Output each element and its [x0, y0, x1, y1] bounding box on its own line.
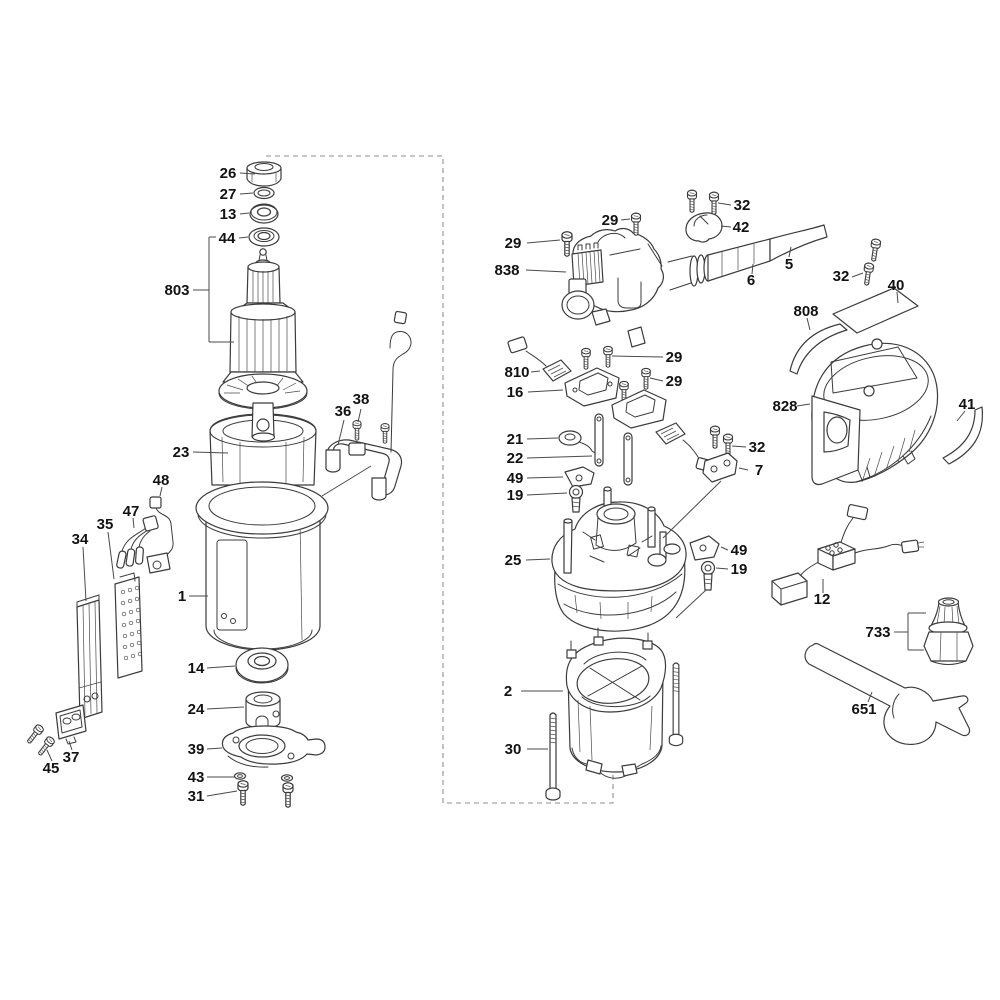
part-label-828: 828 [772, 398, 797, 415]
cord-grommet-6 [689, 238, 771, 287]
part-label-733: 733 [865, 624, 890, 641]
part-label-36: 36 [335, 403, 352, 420]
part-label-37: 37 [63, 749, 80, 766]
grommet-21 [558, 430, 596, 454]
clamp-49-right [689, 535, 720, 561]
power-cord-5 [769, 224, 828, 262]
screws-31 [237, 780, 294, 808]
part-label-651: 651 [851, 701, 876, 718]
part-label-810: 810 [504, 364, 529, 381]
screw-19-right [700, 560, 716, 591]
ball-bearing-14 [235, 647, 289, 684]
part-label-39: 39 [188, 741, 205, 758]
screws-32-top [686, 189, 720, 215]
part-label-42: 42 [733, 219, 750, 236]
spacer-block-7 [702, 452, 738, 483]
part-label-32-a: 32 [734, 197, 751, 214]
switch-assembly-838 [561, 227, 695, 348]
brush-holder-2nd [611, 389, 667, 429]
part-label-1: 1 [178, 588, 186, 605]
screw-19-left [568, 484, 584, 513]
part-label-44: 44 [219, 230, 236, 247]
part-label-5: 5 [785, 256, 793, 273]
motor-cover-828 [811, 338, 939, 486]
baffle-ring-36 [325, 310, 412, 501]
part-label-803: 803 [164, 282, 189, 299]
part-label-29-b: 29 [505, 235, 522, 252]
circuit-board-35 [114, 572, 143, 679]
assembly-link-dashed [266, 155, 614, 804]
jumper-wire-48 [146, 496, 174, 574]
clamp-bracket-37 [55, 704, 87, 745]
part-label-13: 13 [220, 206, 237, 223]
part-label-38: 38 [353, 391, 370, 408]
stator-2 [565, 627, 667, 779]
carbon-brush-810 [507, 336, 572, 382]
part-label-22: 22 [507, 450, 524, 467]
label-strip-41 [942, 406, 984, 465]
part-label-25: 25 [505, 552, 522, 569]
part-label-48: 48 [153, 472, 170, 489]
screws-32-mid [709, 425, 734, 457]
cord-clamp-42 [685, 212, 723, 243]
part-label-41: 41 [959, 396, 976, 413]
open-end-wrench-651 [804, 642, 971, 745]
part-label-6: 6 [747, 272, 755, 289]
part-label-7: 7 [755, 462, 763, 479]
part-label-29-d: 29 [666, 373, 683, 390]
washers-43 [233, 772, 294, 782]
part-label-12: 12 [814, 591, 831, 608]
part-label-35: 35 [97, 516, 114, 533]
cover-plate-34 [76, 594, 103, 720]
part-label-26: 26 [220, 165, 237, 182]
part-label-47: 47 [123, 503, 140, 520]
part-label-21: 21 [507, 431, 524, 448]
part-label-16: 16 [507, 384, 524, 401]
motor-housing-1 [195, 481, 329, 651]
label-strip-808 [789, 323, 848, 375]
part-label-49-b: 49 [731, 542, 748, 559]
nameplate-40 [832, 287, 919, 334]
part-label-34: 34 [72, 531, 89, 548]
screws-45 [24, 723, 57, 758]
part-label-29-c: 29 [666, 349, 683, 366]
part-label-19-b: 19 [731, 561, 748, 578]
part-label-2: 2 [504, 683, 512, 700]
collet-chuck-733 [923, 597, 974, 665]
screws-38 [352, 420, 390, 444]
part-label-40: 40 [888, 277, 905, 294]
wiring-harness-12 [771, 504, 925, 606]
part-label-23: 23 [173, 444, 190, 461]
part-label-49-a: 49 [507, 470, 524, 487]
wire-harness-47 [116, 515, 159, 569]
clamp-49-left [564, 466, 595, 488]
part-label-32-c: 32 [749, 439, 766, 456]
part-label-24: 24 [188, 701, 205, 718]
part-label-43: 43 [188, 769, 205, 786]
armature-assembly-803 [218, 161, 308, 442]
part-label-29-a: 29 [602, 212, 619, 229]
bearing-bridge-25 [551, 486, 687, 632]
guide-pins-22 [594, 413, 633, 486]
part-label-30: 30 [505, 741, 522, 758]
part-label-838: 838 [494, 262, 519, 279]
part-label-808: 808 [793, 303, 818, 320]
brush-holder-16 [564, 367, 620, 407]
bearing-sleeve-24 [245, 691, 281, 729]
part-label-14: 14 [188, 660, 205, 677]
part-label-32-b: 32 [833, 268, 850, 285]
part-labels: 26 27 13 44 803 23 36 38 48 47 35 34 1 1… [43, 165, 976, 805]
leader-lines [46, 172, 966, 797]
part-label-27: 27 [220, 186, 237, 203]
part-label-19-a: 19 [507, 487, 524, 504]
bearing-flange-39 [221, 725, 326, 768]
part-label-45: 45 [43, 760, 60, 777]
screws-32-right [861, 238, 882, 287]
part-label-31: 31 [188, 788, 205, 805]
